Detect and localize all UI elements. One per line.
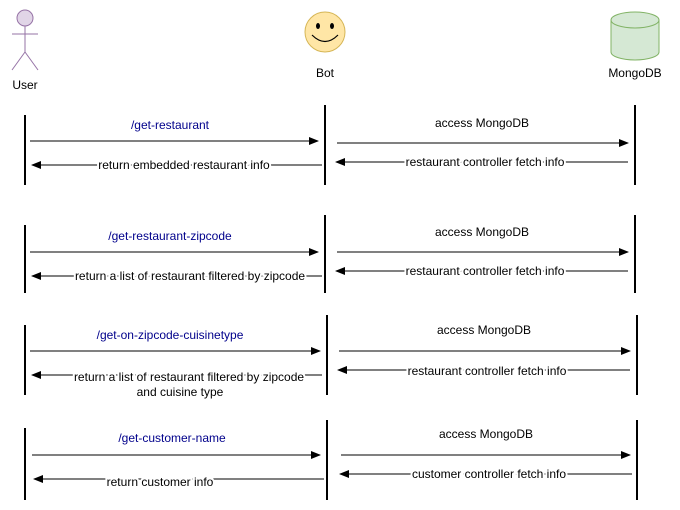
db-response-label: restaurant controller fetch info <box>408 364 567 378</box>
command-label: /get-on-zipcode-cuisinetype <box>97 328 244 342</box>
user-actor-label: User <box>12 78 37 92</box>
flow-get-customer-name: /get-customer-name access MongoDB custom… <box>24 420 638 500</box>
flow-get-on-zipcode-cuisinetype: /get-on-zipcode-cuisinetype access Mongo… <box>24 315 638 399</box>
command-label: /get-restaurant-zipcode <box>108 229 232 243</box>
db-request-label: access MongoDB <box>437 323 531 337</box>
db-response-label: restaurant controller fetch info <box>406 264 565 278</box>
command-label: /get-customer-name <box>118 431 226 445</box>
user-response-label: return a list of restaurant filtered by … <box>75 269 305 283</box>
user-response-label-line2: and cuisine type <box>137 385 224 399</box>
db-request-label: access MongoDB <box>435 225 529 239</box>
mongodb-actor-label: MongoDB <box>608 66 661 80</box>
user-actor-icon <box>11 9 39 71</box>
command-label: /get-restaurant <box>131 118 210 132</box>
database-cylinder-icon <box>610 11 660 61</box>
flow-get-restaurant: /get-restaurant access MongoDB restauran… <box>24 105 636 185</box>
user-response-label: return customer info <box>107 475 214 489</box>
db-response-label: customer controller fetch info <box>412 467 566 481</box>
db-request-label: access MongoDB <box>439 427 533 441</box>
db-response-label: restaurant controller fetch info <box>406 155 565 169</box>
bot-actor-label: Bot <box>316 66 335 80</box>
flow-get-restaurant-zipcode: /get-restaurant-zipcode access MongoDB r… <box>24 215 636 293</box>
user-response-label: return embedded restaurant info <box>98 158 270 172</box>
user-response-label: return a list of restaurant filtered by … <box>74 370 304 384</box>
bot-smiley-icon <box>304 11 346 53</box>
db-request-label: access MongoDB <box>435 116 529 130</box>
